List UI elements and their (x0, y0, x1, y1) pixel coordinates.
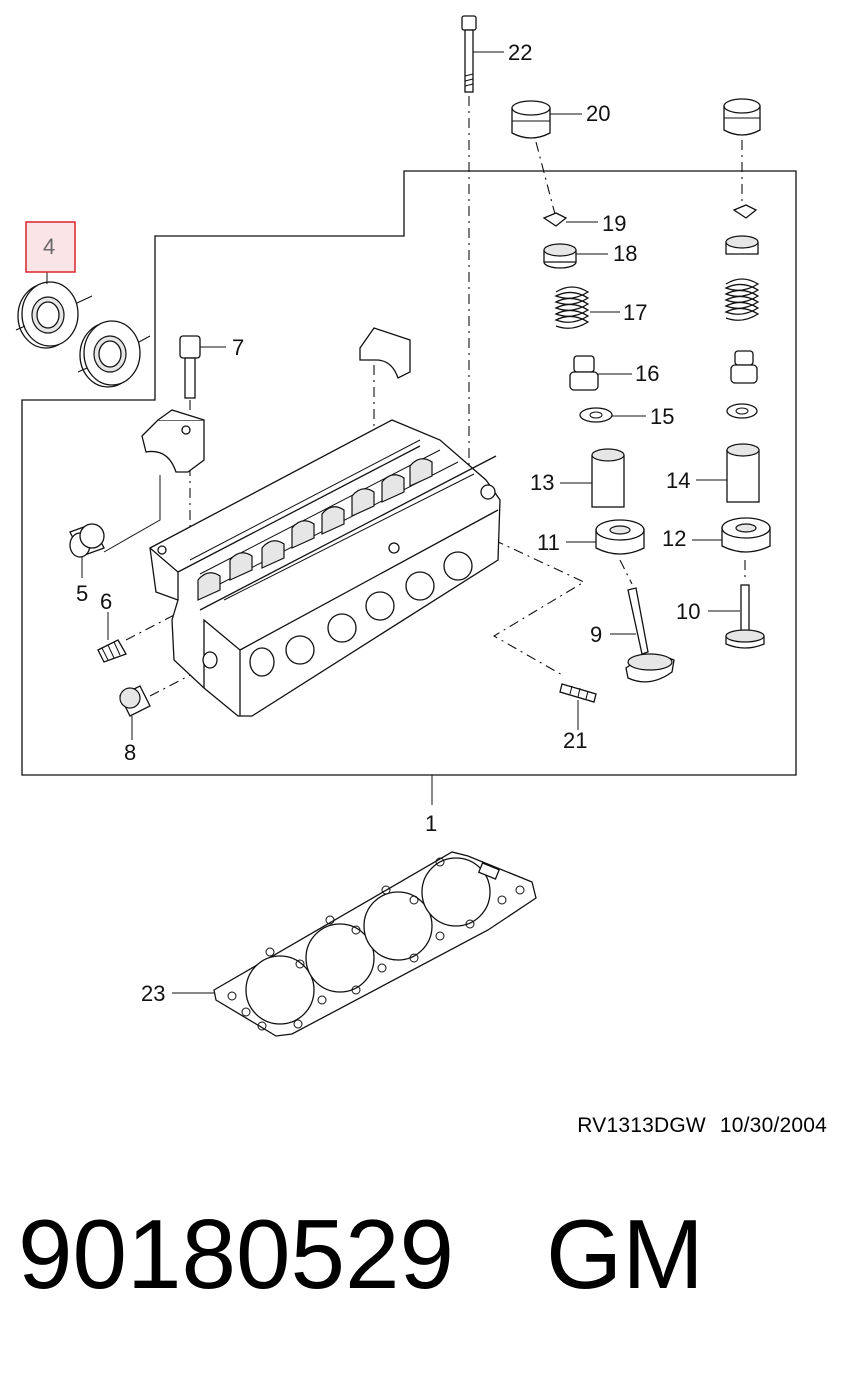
callout-21: 21 (563, 728, 587, 753)
spring-seat-15 (579, 407, 646, 423)
valve-stem-seal-right (730, 350, 758, 384)
callout-15: 15 (650, 404, 674, 429)
oil-seal-second (77, 320, 151, 388)
cylinder-head (149, 419, 501, 717)
valve-spring-right (724, 278, 760, 321)
drawing-date: 10/30/2004 (719, 1114, 827, 1137)
tappet-right (723, 98, 761, 208)
valve-seat-12 (692, 517, 771, 553)
brand-name: GM (546, 1199, 704, 1309)
valve-keeper-right (732, 204, 758, 219)
callout-7: 7 (232, 335, 244, 360)
valve-9 (610, 559, 675, 683)
callout-10: 10 (676, 599, 700, 624)
valve-guide-14 (696, 443, 760, 503)
valve-10 (708, 560, 765, 649)
bolt-7 (179, 335, 226, 540)
part-number: 90180529 (18, 1199, 455, 1309)
callout-23: 23 (141, 981, 165, 1006)
plug-5 (69, 475, 161, 578)
valve-stem-seal-16 (569, 355, 632, 391)
callout-4: 4 (43, 234, 55, 259)
spring-retainer-18 (543, 243, 608, 269)
valve-spring-17 (554, 286, 620, 329)
valve-guide-13 (560, 448, 625, 508)
callout-4-highlight (25, 221, 76, 273)
callout-22: 22 (508, 40, 532, 65)
callout-18: 18 (613, 241, 637, 266)
drawing-reference: RV1313DGW 10/30/2004 (577, 1114, 827, 1138)
camshaft-cap-left (141, 409, 205, 473)
callout-8: 8 (124, 740, 136, 765)
tappet-20 (511, 100, 582, 219)
callout-20: 20 (586, 101, 610, 126)
callout-17: 17 (623, 300, 647, 325)
assembly-outline (21, 170, 797, 776)
callout-14: 14 (666, 468, 690, 493)
valve-seat-11 (566, 519, 645, 555)
callout-9: 9 (590, 622, 602, 647)
camshaft-cap-top (359, 327, 411, 440)
head-gasket-23 (172, 851, 537, 1037)
plug-8 (119, 669, 201, 740)
spring-seat-right (726, 403, 758, 419)
callout-11: 11 (537, 530, 560, 555)
bolt-22 (461, 15, 504, 470)
cylinder-head-exploded-diagram: 1 4 5 6 7 8 9 10 11 12 13 14 15 16 17 18… (15, 15, 797, 1037)
callout-5: 5 (76, 581, 88, 606)
callout-16: 16 (635, 361, 659, 386)
stud-21 (492, 539, 597, 730)
callout-1: 1 (425, 811, 437, 836)
oil-seal-4 (15, 272, 93, 349)
drawing-code: RV1313DGW (577, 1114, 706, 1137)
callout-6: 6 (100, 589, 112, 614)
callout-19: 19 (602, 211, 626, 236)
valve-keeper-19 (542, 212, 598, 227)
spring-retainer-right (725, 235, 759, 255)
callout-13: 13 (530, 470, 554, 495)
dowel-6 (97, 611, 181, 663)
callout-12: 12 (662, 526, 686, 551)
